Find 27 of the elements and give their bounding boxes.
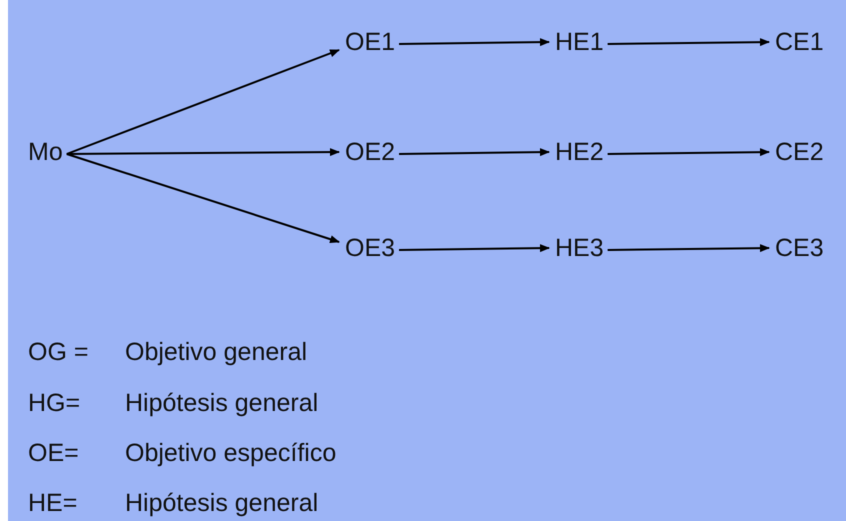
legend-abbreviation: HE= — [28, 488, 78, 518]
node-label: CE3 — [775, 233, 824, 263]
arrow — [608, 244, 770, 252]
legend-definition: Objetivo general — [125, 337, 308, 367]
legend-definition: Hipótesis general — [125, 388, 318, 418]
node-label: CE1 — [775, 27, 824, 57]
arrow — [399, 148, 550, 156]
legend-abbreviation: OE= — [28, 438, 79, 468]
legend-abbreviation: HG= — [28, 388, 80, 418]
node-label: OE3 — [345, 233, 396, 263]
legend-abbreviation: OG = — [28, 337, 88, 367]
node-label: HE1 — [555, 27, 604, 57]
arrow — [66, 148, 340, 156]
legend-definition: Objetivo específico — [125, 438, 336, 468]
node-label: HE3 — [555, 233, 604, 263]
arrow — [399, 38, 550, 46]
arrow — [608, 148, 770, 156]
node-label: HE2 — [555, 137, 604, 167]
arrow — [608, 38, 770, 46]
arrow — [399, 244, 550, 252]
node-label: CE2 — [775, 137, 824, 167]
arrow — [66, 49, 340, 155]
node-label: Mo — [28, 137, 63, 167]
arrow — [66, 153, 340, 244]
node-label: OE1 — [345, 27, 396, 57]
node-label: OE2 — [345, 137, 396, 167]
legend-definition: Hipótesis general — [125, 488, 318, 518]
